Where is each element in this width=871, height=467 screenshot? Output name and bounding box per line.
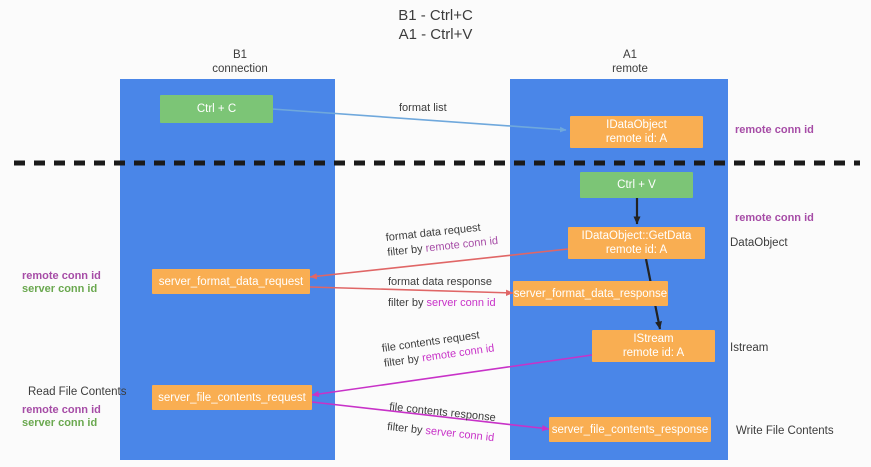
node-istream-label: IStream	[633, 333, 674, 345]
node-idataobject-sub: remote id: A	[605, 133, 668, 145]
annotation-left-remote-conn-id-mid: remote conn id	[22, 270, 101, 282]
node-server-file-contents-response-label: server_file_contents_response	[551, 423, 709, 436]
column-caption-a1: A1 remote	[540, 48, 720, 76]
annotation-write-file-contents: Write File Contents	[736, 425, 834, 437]
server-conn-id-1: server conn id	[426, 297, 496, 309]
annotation-read-file-contents: Read File Contents	[28, 386, 127, 398]
annotation-remote-conn-id-mid: remote conn id	[735, 212, 814, 224]
node-server-format-data-response-label: server_format_data_response	[513, 287, 668, 300]
node-istream[interactable]: IStream remote id: A	[592, 330, 715, 362]
node-ctrl-v-label: Ctrl + V	[617, 179, 656, 191]
column-caption-b1: B1 connection	[150, 48, 330, 76]
title-line-2: A1 - Ctrl+V	[398, 26, 473, 43]
annotation-istream: Istream	[730, 342, 769, 354]
node-ctrl-c[interactable]: Ctrl + C	[160, 95, 273, 123]
node-server-file-contents-response[interactable]: server_file_contents_response	[549, 417, 711, 442]
column-a1-name: A1	[622, 49, 638, 61]
column-b1-name: B1	[232, 49, 248, 61]
arrow-format-list	[271, 108, 567, 133]
node-ctrl-v[interactable]: Ctrl + V	[580, 172, 693, 198]
filter-by-text-1: filter by	[386, 242, 427, 259]
node-server-format-data-response[interactable]: server_format_data_response	[513, 281, 668, 306]
arrow-file-contents-response	[311, 401, 550, 432]
arrow-format-data-request	[309, 248, 569, 280]
annotation-left-server-conn-id-bot: server conn id	[22, 417, 98, 429]
column-b1-role: connection	[212, 63, 268, 75]
title-line-1: B1 - Ctrl+C	[398, 7, 473, 24]
node-getdata[interactable]: IDataObject::GetData remote id: A	[568, 227, 705, 259]
filter-by-text-3: filter by	[383, 352, 424, 370]
node-getdata-label: IDataObject::GetData	[581, 230, 692, 242]
annotation-left-remote-conn-id-bot: remote conn id	[22, 404, 101, 416]
diagram-title: B1 - Ctrl+C A1 - Ctrl+V	[0, 6, 871, 44]
arrow-format-data-response	[309, 286, 514, 296]
node-ctrl-c-label: Ctrl + C	[196, 103, 237, 115]
node-server-format-data-request-label: server_format_data_request	[158, 275, 304, 288]
arrow-label-format-list: format list	[399, 102, 447, 114]
node-istream-sub: remote id: A	[622, 347, 685, 359]
arrow-label-format-data-response: format data response filter by server co…	[388, 275, 496, 311]
annotation-remote-conn-id-top: remote conn id	[735, 124, 814, 136]
annotation-left-server-conn-id-mid: server conn id	[22, 283, 98, 295]
node-getdata-sub: remote id: A	[605, 244, 668, 256]
filter-by-text-4: filter by	[386, 420, 427, 437]
node-idataobject[interactable]: IDataObject remote id: A	[570, 116, 703, 148]
node-server-format-data-request[interactable]: server_format_data_request	[152, 269, 310, 294]
arrow-label-format-data-response-line1: format data response	[388, 276, 492, 288]
node-server-file-contents-request[interactable]: server_file_contents_request	[152, 385, 312, 410]
filter-by-text-2: filter by	[388, 297, 427, 309]
arrow-label-format-data-response-line2: filter by server conn id	[388, 296, 496, 311]
arrow-file-contents-request	[311, 354, 593, 398]
annotation-dataobject: DataObject	[730, 237, 788, 249]
node-server-file-contents-request-label: server_file_contents_request	[158, 391, 306, 404]
node-idataobject-label: IDataObject	[606, 119, 667, 131]
column-a1-role: remote	[612, 63, 648, 75]
